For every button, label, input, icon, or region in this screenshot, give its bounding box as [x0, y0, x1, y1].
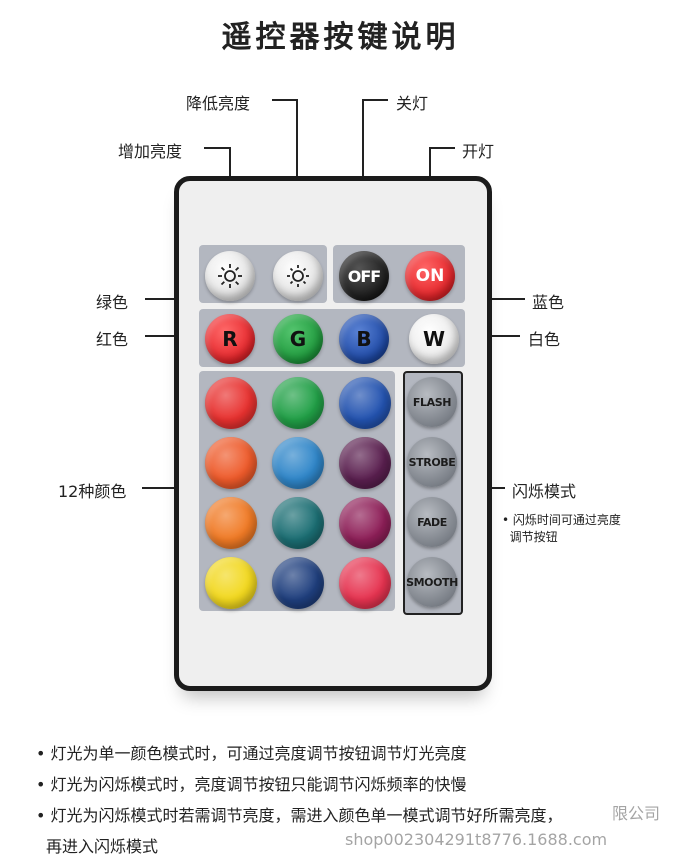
white-button[interactable]: W: [409, 314, 459, 364]
color-button-r4-c3[interactable]: [339, 557, 391, 609]
label-twelve-colors: 12种颜色: [58, 482, 127, 501]
strobe-button-label: STROBE: [408, 455, 456, 469]
label-flash-mode: 闪烁模式: [512, 482, 577, 501]
on-button[interactable]: ON: [405, 251, 455, 301]
brightness-down-button[interactable]: [273, 251, 323, 301]
remote-control: OFF ON R G B W FLASH STROBE FADE SMOOTH: [174, 176, 492, 691]
fade-button-label: FADE: [417, 515, 447, 529]
flash-note: • 闪烁时间可通过亮度 调节按钮: [502, 513, 621, 544]
label-on: 开灯: [462, 142, 495, 161]
green-button[interactable]: G: [273, 314, 323, 364]
color-button-r3-c3[interactable]: [339, 497, 391, 549]
label-blue: 蓝色: [532, 293, 565, 312]
color-button-r1-c1[interactable]: [205, 377, 257, 429]
page-title: 遥控器按键说明: [221, 20, 460, 55]
watermark-line1: 限公司: [612, 804, 661, 823]
color-button-r4-c1[interactable]: [205, 557, 257, 609]
note-2: • 灯光为闪烁模式时，亮度调节按钮只能调节闪烁频率的快慢: [36, 775, 467, 794]
blue-button[interactable]: B: [339, 314, 389, 364]
smooth-button-label: SMOOTH: [406, 575, 458, 589]
off-button-label: OFF: [347, 266, 381, 286]
white-button-label: W: [422, 327, 446, 351]
color-button-r1-c3[interactable]: [339, 377, 391, 429]
label-green: 绿色: [96, 293, 129, 312]
green-button-label: G: [289, 327, 307, 351]
label-brightness-down: 降低亮度: [186, 94, 251, 113]
color-button-r1-c2[interactable]: [272, 377, 324, 429]
color-button-r4-c2[interactable]: [272, 557, 324, 609]
off-button[interactable]: OFF: [339, 251, 389, 301]
color-button-r2-c1[interactable]: [205, 437, 257, 489]
brightness-up-button[interactable]: [205, 251, 255, 301]
note-1: • 灯光为单一颜色模式时，可通过亮度调节按钮调节灯光亮度: [36, 744, 467, 763]
color-button-r2-c3[interactable]: [339, 437, 391, 489]
color-button-r3-c2[interactable]: [272, 497, 324, 549]
color-button-r2-c2[interactable]: [272, 437, 324, 489]
sun-icon: [218, 264, 242, 288]
red-button[interactable]: R: [205, 314, 255, 364]
red-button-label: R: [222, 327, 238, 351]
watermark-line2: shop002304291t8776.1688.com: [345, 830, 608, 849]
color-button-r3-c1[interactable]: [205, 497, 257, 549]
note-4: 再进入闪烁模式: [46, 837, 159, 856]
blue-button-label: B: [356, 327, 372, 351]
flash-button-label: FLASH: [412, 395, 452, 409]
flash-button[interactable]: FLASH: [407, 377, 457, 427]
label-red: 红色: [96, 330, 129, 349]
note-3: • 灯光为闪烁模式时若需调节亮度，需进入颜色单一模式调节好所需亮度，: [36, 806, 563, 825]
on-button-label: ON: [415, 266, 445, 286]
fade-button[interactable]: FADE: [407, 497, 457, 547]
label-white: 白色: [528, 330, 561, 349]
label-brightness-up: 增加亮度: [118, 142, 183, 161]
smooth-button[interactable]: SMOOTH: [406, 557, 458, 607]
sun-dim-icon: [287, 265, 309, 287]
strobe-button[interactable]: STROBE: [407, 437, 457, 487]
label-off: 关灯: [396, 94, 429, 113]
